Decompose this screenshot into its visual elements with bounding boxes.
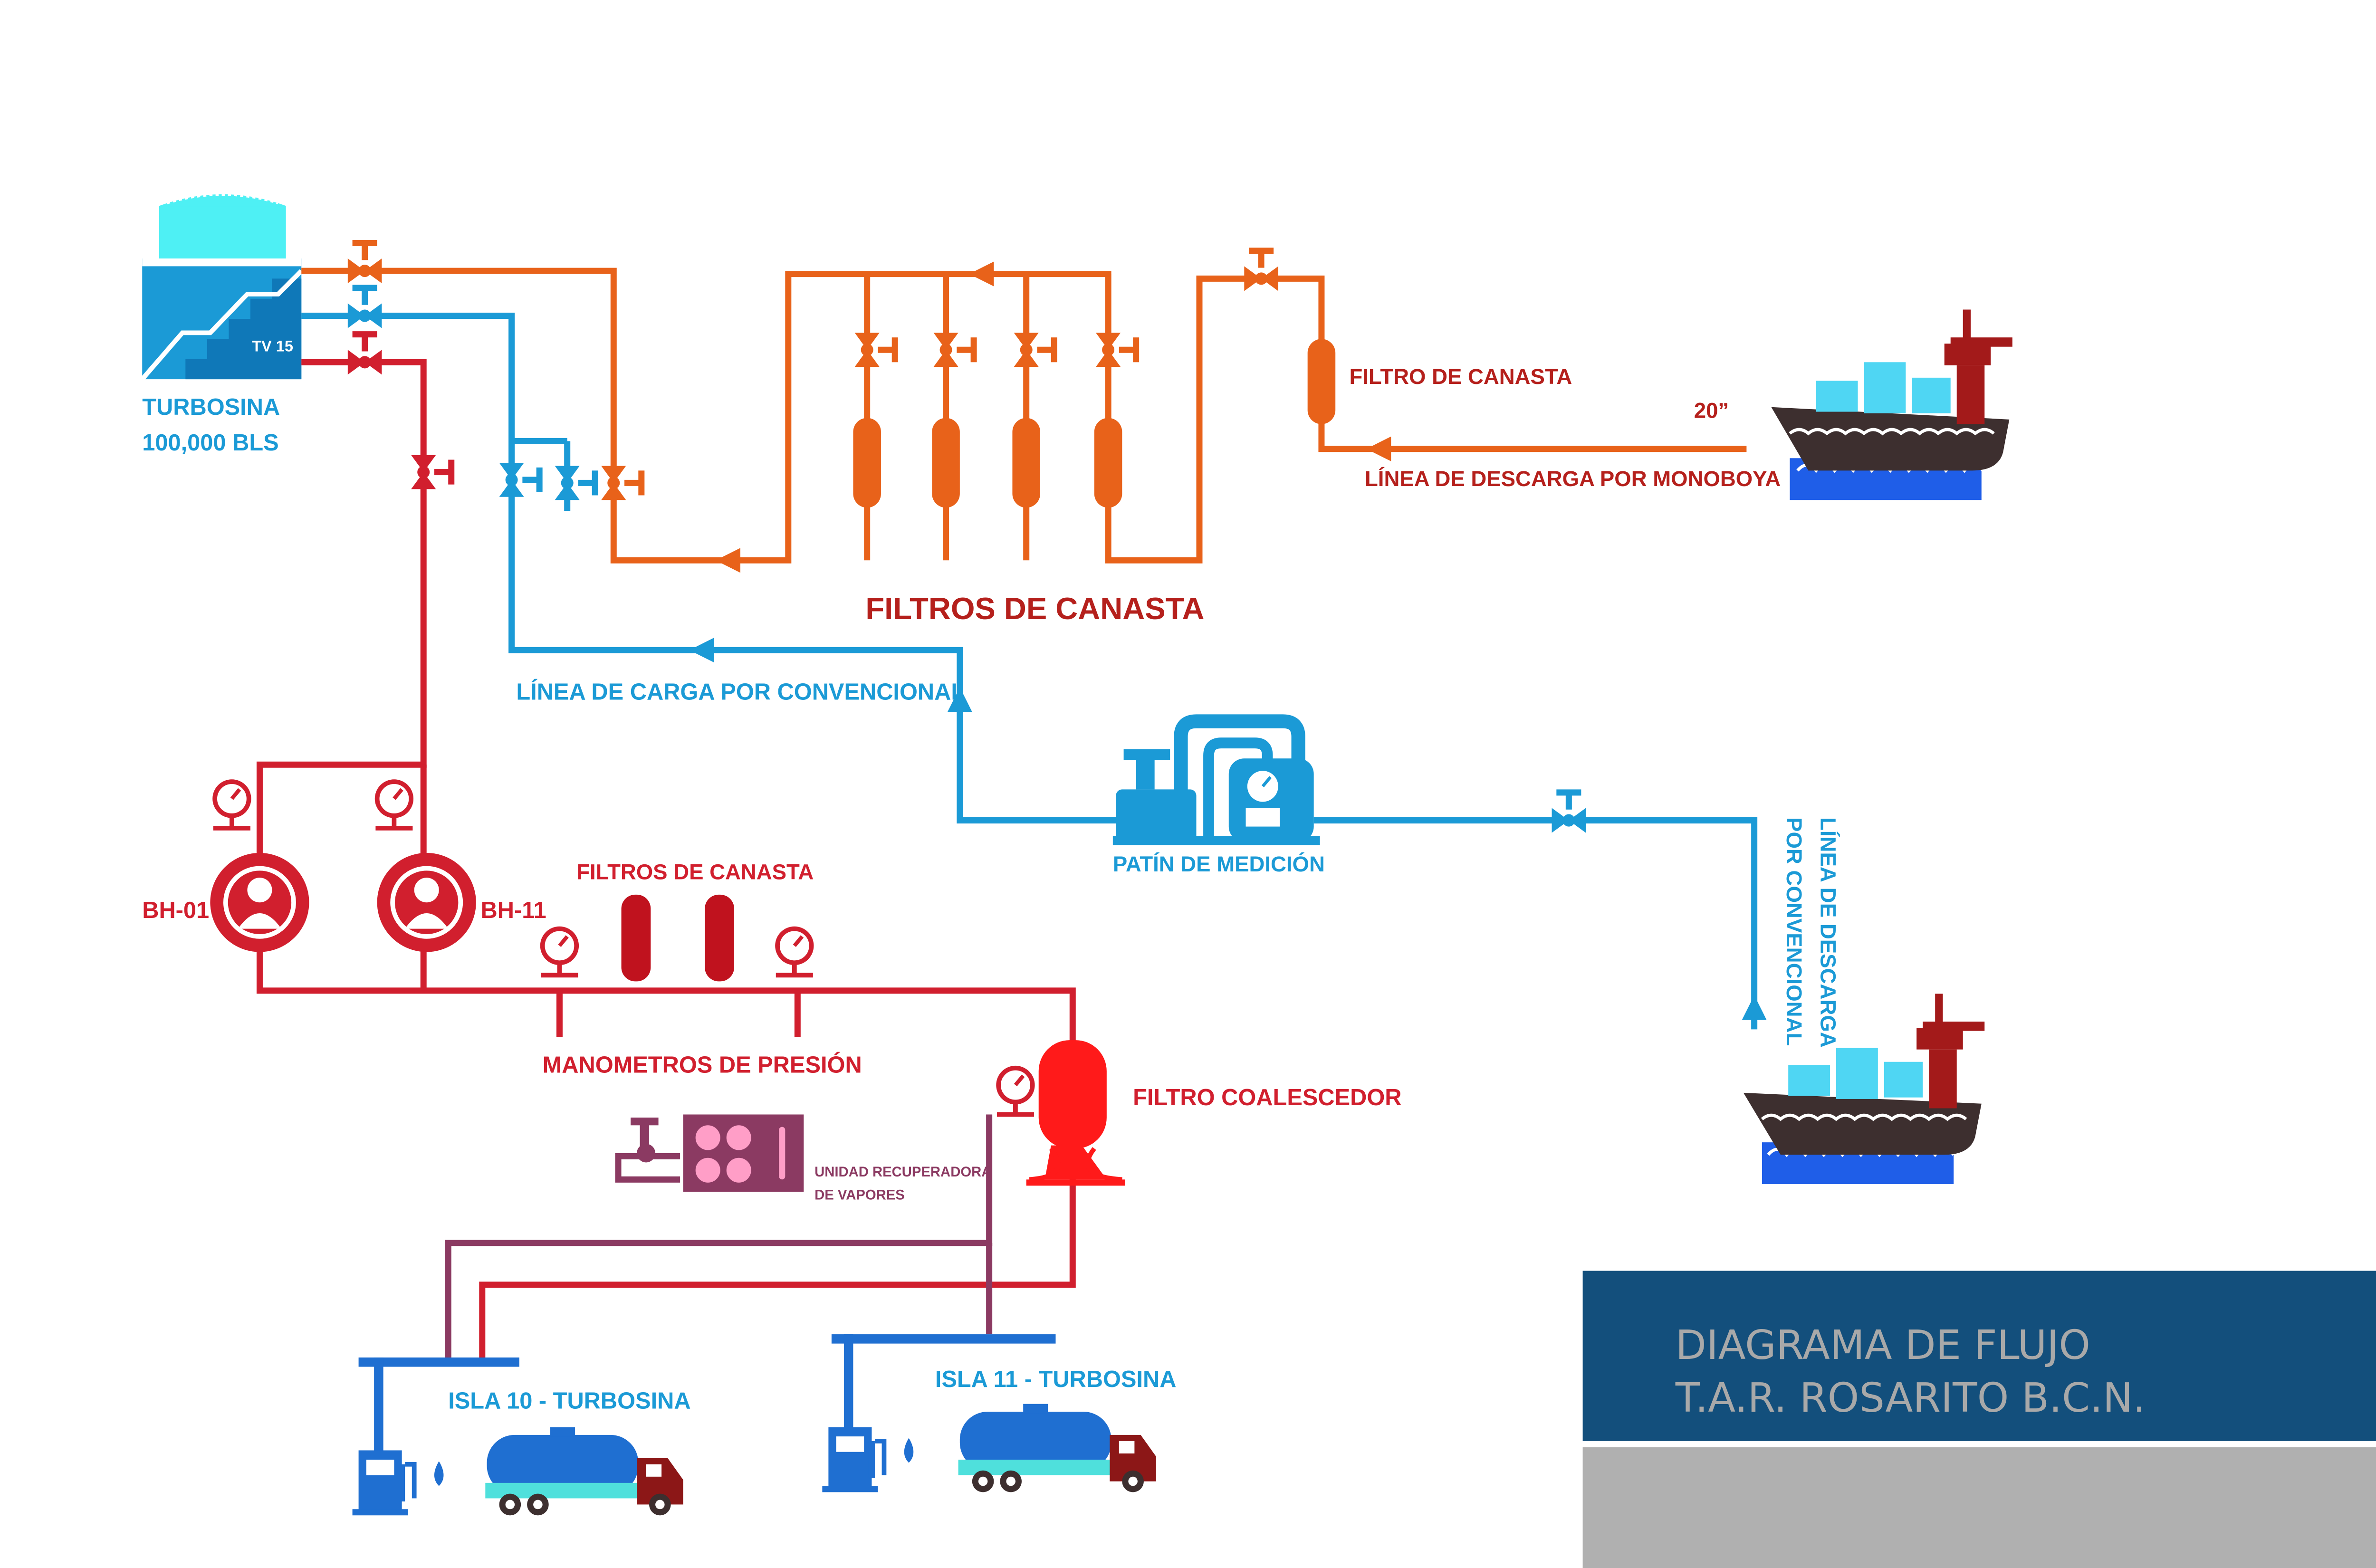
orange-flow-arrows [715,261,1391,573]
tank-tag: TV 15 [252,337,293,354]
valve-icon [347,331,382,375]
pressure-gauge-icon [776,929,813,975]
pressure-gauge-icon [997,1068,1034,1115]
gauges-label: MANOMETROS DE PRESIÓN [543,1052,862,1078]
metering-skid-label: PATÍN DE MEDICIÓN [1113,851,1325,876]
tanker-ship-icon [1771,309,2012,500]
tanker-ship-icon [1743,994,1985,1185]
tank-name: TURBOSINA [142,394,280,420]
valve-icon [347,239,382,284]
valve-icon [1244,248,1278,291]
red-valves [347,331,455,489]
vapor-recovery-unit-icon [631,1114,804,1192]
valve-icon [1552,789,1586,833]
blue-flow-arrows [689,638,1767,1020]
pump-right-label: BH-11 [481,898,546,923]
coalescer-filter-icon [1026,1040,1125,1186]
title-panel: DIAGRAMA DE FLUJO T.A.R. ROSARITO B.C.N. [1582,1271,2376,1568]
coalescer-label: FILTRO COALESCEDOR [1133,1085,1401,1110]
island-11-label: ISLA 11 - TURBOSINA [935,1367,1177,1392]
valve-icon [933,333,977,367]
orange-basket-filters [853,339,1336,508]
pump-icon [377,852,476,952]
tank-capacity: 100,000 BLS [142,430,278,456]
valve-icon [347,285,382,328]
valve-icon [601,466,645,500]
orange-filters-label: FILTROS DE CANASTA [865,591,1204,626]
valve-icon [499,463,543,497]
pump-icon [210,852,309,952]
vapor-unit-label-1: UNIDAD RECUPERADORA [814,1164,991,1180]
valve-icon [411,455,455,489]
title-line-2: T.A.R. ROSARITO B.C.N. [1675,1374,2146,1421]
monobuoy-discharge-label: LÍNEA DE DESCARGA POR MONOBOYA [1365,467,1781,491]
metering-skid-icon [1112,714,1320,845]
pressure-gauge-icon [375,782,412,828]
title-line-1: DIAGRAMA DE FLUJO [1676,1321,2090,1368]
island-10 [352,1357,683,1516]
storage-tank: TV 15 [140,192,303,381]
valve-icon [1096,333,1140,367]
island-10-label: ISLA 10 - TURBOSINA [448,1388,690,1414]
valve-icon [555,466,598,500]
conventional-discharge-label-1: LÍNEA DE DESCARGA [1816,817,1840,1048]
pressure-gauge-icon [213,782,250,828]
pump-left-label: BH-01 [142,898,209,923]
conventional-load-label: LÍNEA DE CARGA POR CONVENCIONAL [516,679,965,705]
red-filters-label: FILTROS DE CANASTA [576,860,814,884]
line-size-label: 20” [1694,399,1729,423]
vapor-unit-label-2: DE VAPORES [814,1187,905,1203]
pressure-gauge-icon [541,929,578,975]
inlet-filter-label: FILTRO DE CANASTA [1349,364,1572,389]
orange-pipeline [301,268,1747,564]
island-11 [822,1334,1156,1492]
valve-icon [1014,333,1057,367]
conventional-discharge-label-2: POR CONVENCIONAL [1782,817,1806,1046]
red-basket-filters [621,894,734,982]
valve-icon [854,333,898,367]
orange-valves [347,239,1278,500]
